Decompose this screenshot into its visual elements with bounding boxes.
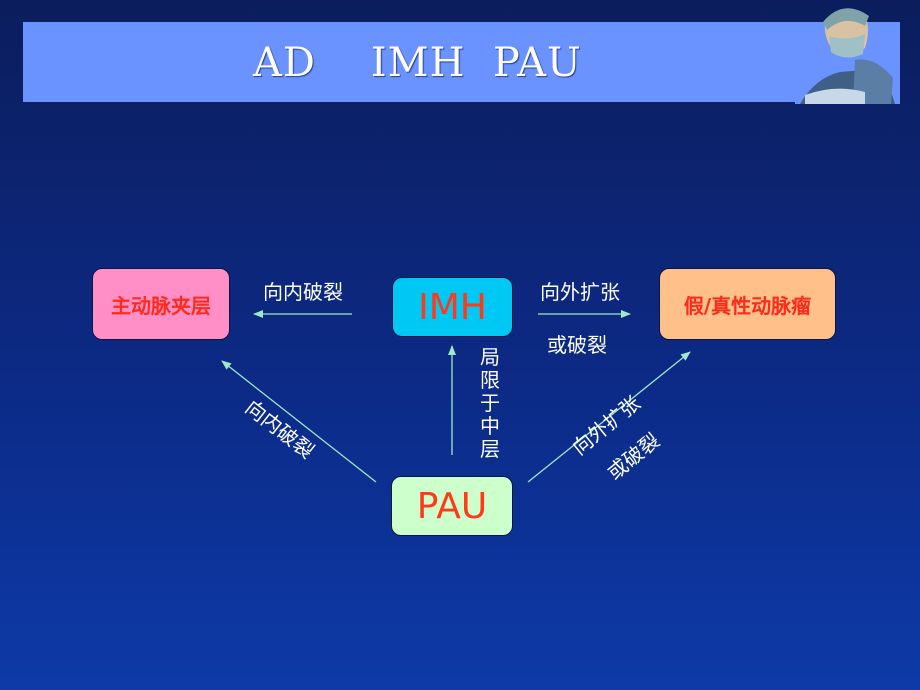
node-pau: PAU [391, 476, 513, 536]
node-imh: IMH [392, 277, 513, 337]
arrow-pau-to-ad [221, 360, 377, 483]
arrow-pau-to-aneurysm [527, 351, 691, 483]
label-imh-to-ad: 向内破裂 [263, 280, 343, 304]
label-pau-to-imh: 局限于中层 [480, 345, 500, 461]
label-imh-to-aneurysm-1: 向外扩张 [540, 280, 620, 304]
slide-title: AD IMH PAU [253, 40, 582, 86]
surgeon-image [795, 8, 900, 104]
node-aortic-dissection: 主动脉夹层 [92, 268, 230, 340]
title-bar: AD IMH PAU [23, 22, 896, 102]
label-imh-to-aneurysm-2: 或破裂 [547, 333, 607, 357]
node-aneurysm: 假/真性动脉瘤 [659, 268, 836, 340]
